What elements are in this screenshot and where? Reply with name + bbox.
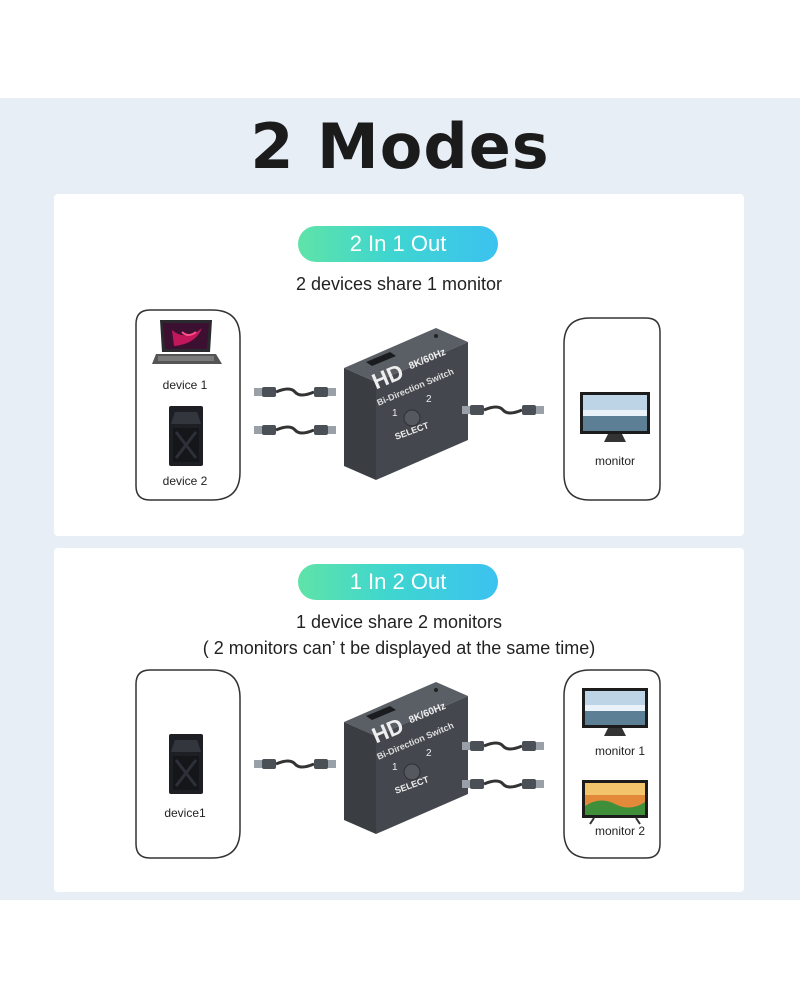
pc-tower-icon — [169, 406, 203, 466]
monitor-icon — [582, 688, 648, 736]
select-button — [403, 763, 421, 781]
monitor-label: monitor 2 — [594, 824, 646, 838]
device-bracket — [135, 309, 241, 501]
pc-tower-icon — [169, 734, 203, 794]
mode-badge: 1 In 2 Out — [298, 564, 498, 600]
port-2-label: 2 — [426, 394, 432, 405]
mode-panel-2in1out: 2 In 1 Out 2 devices share 1 monitor dev… — [54, 194, 744, 536]
mode-description: 2 devices share 1 monitor — [295, 274, 503, 294]
select-button — [403, 409, 421, 427]
port-1-label: 1 — [392, 408, 398, 419]
port-2-label: 2 — [426, 748, 432, 759]
hdmi-cable — [462, 405, 544, 415]
laptop-icon — [152, 320, 222, 364]
mode-badge: 2 In 1 Out — [298, 226, 498, 262]
hdmi-cable — [254, 759, 336, 769]
tv-icon — [582, 780, 648, 825]
monitor-bracket — [563, 669, 661, 859]
port-1-label: 1 — [392, 762, 398, 773]
mode-note: ( 2 monitors can’ t be displayed at the … — [202, 638, 596, 658]
device-bracket — [135, 669, 241, 859]
mode-description: 1 device share 2 monitors — [295, 612, 503, 632]
hdmi-cable — [254, 425, 336, 435]
hdmi-cable — [254, 387, 336, 397]
mode-panel-1in2out: 1 In 2 Out 1 device share 2 monitors ( 2… — [54, 548, 744, 892]
hdmi-cable — [462, 741, 544, 751]
monitor-label: monitor 1 — [594, 744, 646, 758]
device-label: device 2 — [162, 474, 208, 488]
hdmi-switch-device — [344, 682, 468, 834]
page-title: 2 Modes — [250, 110, 550, 183]
monitor-label: monitor — [594, 454, 635, 468]
device-label: device1 — [164, 806, 206, 820]
hdmi-cable — [462, 779, 544, 789]
device-label: device 1 — [162, 378, 208, 392]
monitor-icon — [580, 392, 650, 442]
hdmi-switch-device — [344, 328, 468, 480]
monitor-bracket — [563, 317, 661, 501]
